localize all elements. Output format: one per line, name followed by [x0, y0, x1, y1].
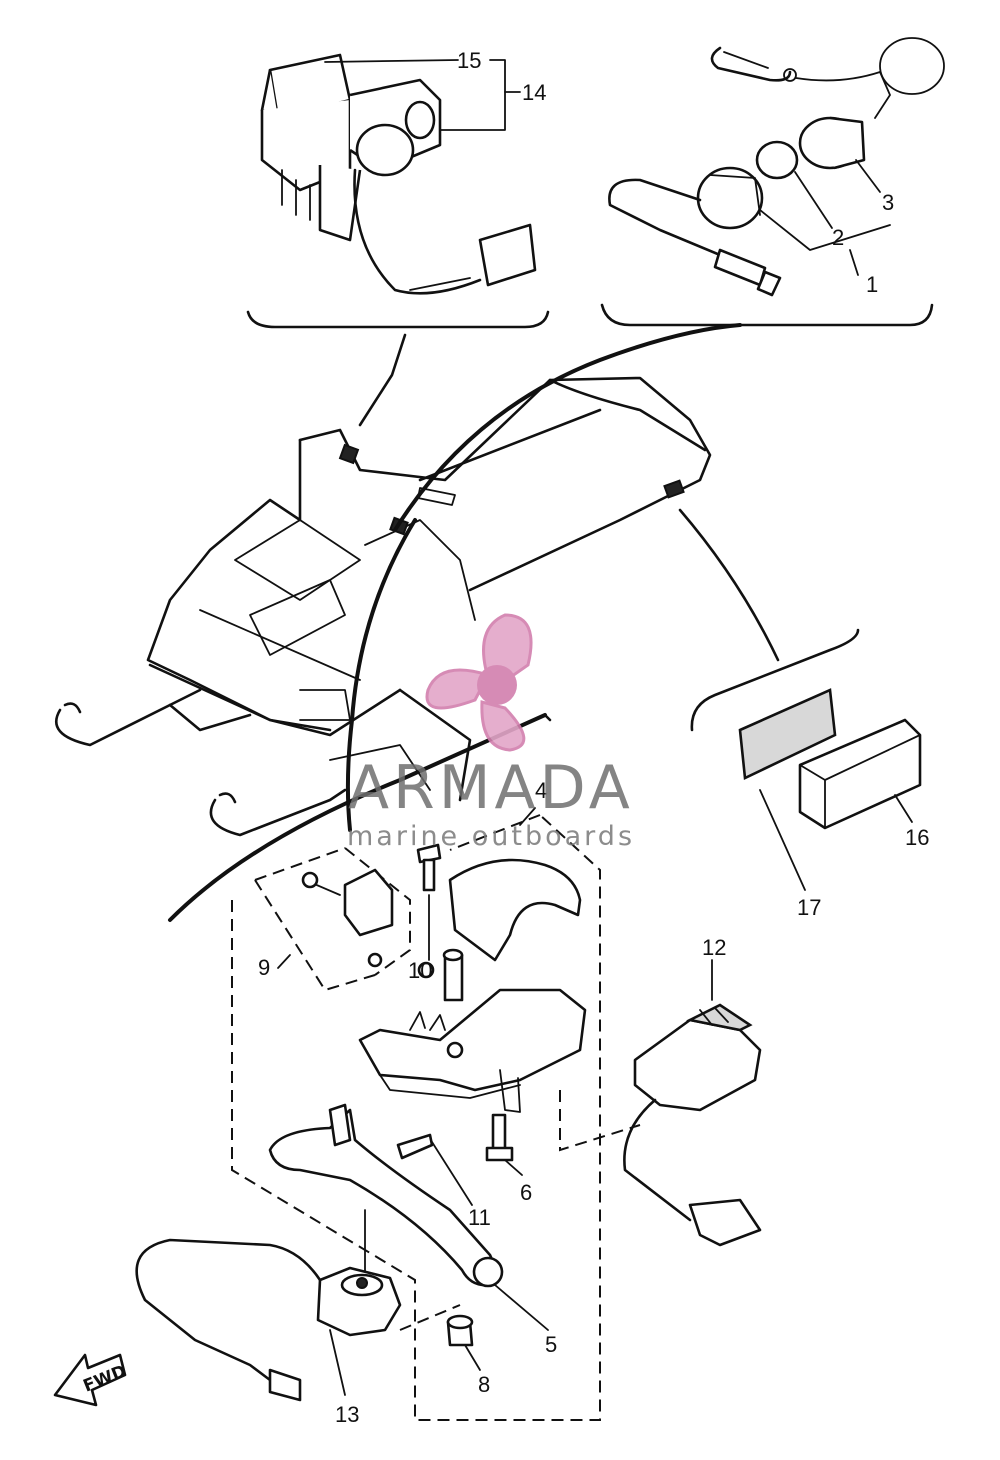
group-bracket-lower-right: [690, 628, 860, 732]
armada-logo-icon: [425, 613, 533, 752]
callout-16: 16: [905, 825, 929, 850]
bolt-6: [485, 1113, 523, 1176]
group-bracket-left: [246, 310, 550, 329]
callout-8: 8: [478, 1372, 490, 1397]
callout-11: 11: [468, 1205, 491, 1230]
callout-17: 17: [797, 895, 821, 920]
callout-9: 9: [258, 955, 270, 980]
group-bracket-right: [600, 303, 934, 327]
callout-2: 2: [832, 225, 844, 250]
throttle-sensor-13: [135, 1238, 402, 1402]
leader-17: [759, 789, 806, 891]
main-switch-assembly: [608, 37, 945, 297]
callout-3: 3: [882, 190, 894, 215]
direction-arrow-icon: FWD: [53, 1353, 129, 1407]
tail-lamp: [738, 688, 922, 830]
callout-10: 10: [408, 958, 432, 983]
leader-5: [494, 1284, 549, 1331]
callout-12: 12: [702, 935, 726, 960]
snowmobile-body: [55, 376, 712, 837]
throttle-lever: [268, 1103, 504, 1288]
callout-5: 5: [545, 1332, 557, 1357]
callout-15: 15: [457, 48, 481, 73]
relay-leader-lines: [324, 59, 521, 131]
leader-4: [519, 807, 536, 826]
throttle-lever-group: [231, 814, 601, 1421]
location-markers: [338, 443, 685, 536]
callout-13: 13: [335, 1402, 359, 1427]
relay-assembly: [260, 53, 537, 295]
control-unit-12: [559, 959, 762, 1247]
watermark-subtitle: marine outboards: [347, 821, 635, 852]
screw-11: [396, 1133, 473, 1206]
switch-leader-lines: [759, 159, 891, 276]
throttle-bracket: [358, 988, 587, 1113]
switch-9: [301, 868, 394, 968]
callout-6: 6: [520, 1180, 532, 1205]
callout-1: 1: [866, 272, 878, 297]
callout-14: 14: [522, 80, 546, 105]
nut-8: [446, 1314, 481, 1371]
leader-16: [894, 794, 913, 823]
bolt-and-collar: [416, 843, 464, 1002]
watermark-title: ARMADA: [348, 753, 634, 823]
harness-wires: [168, 323, 780, 922]
cover-cap: [448, 858, 582, 962]
leader-9: [277, 954, 291, 969]
dashed-link-nut: [399, 1304, 461, 1331]
callout-4: 4: [535, 778, 547, 803]
